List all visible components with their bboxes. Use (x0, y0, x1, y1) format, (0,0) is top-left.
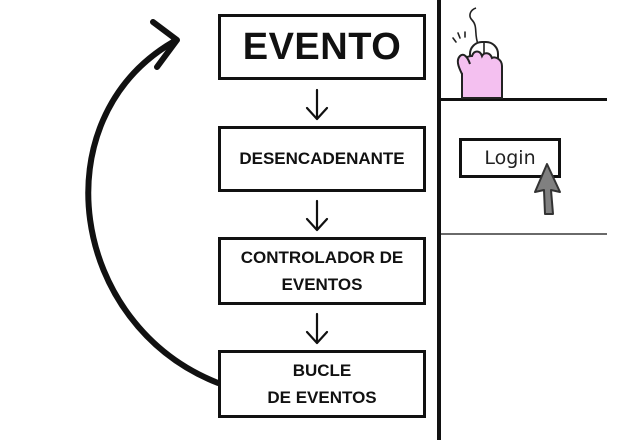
login-button-label: Login (484, 147, 536, 169)
login-button[interactable]: Login (459, 138, 561, 178)
event-box: EVENTO (218, 14, 426, 80)
hand-clicking-mouse-icon (452, 7, 503, 99)
event-loop-label-line1: BUCLE (292, 360, 352, 380)
trigger-label: DESENCADENANTE (239, 149, 405, 168)
panel-divider (437, 0, 441, 440)
loop-back-arrow-icon (85, 19, 221, 386)
event-label: EVENTO (242, 25, 402, 68)
event-loop-box: BUCLE DE EVENTOS (218, 350, 426, 418)
event-loop-label-line2: DE EVENTOS (267, 388, 377, 407)
event-handler-label-line2: EVENTOS (281, 275, 363, 294)
down-arrow-icon (305, 312, 329, 345)
down-arrow-icon (305, 199, 329, 232)
arrow-cursor-icon (534, 163, 561, 215)
event-handler-label-line1: CONTROLADOR DE (240, 247, 404, 267)
event-handler-box: CONTROLADOR DE EVENTOS (218, 237, 426, 305)
desk-line (441, 98, 607, 101)
trigger-box: DESENCADENANTE (218, 126, 426, 192)
section-rule (441, 233, 607, 235)
down-arrow-icon (305, 88, 329, 121)
